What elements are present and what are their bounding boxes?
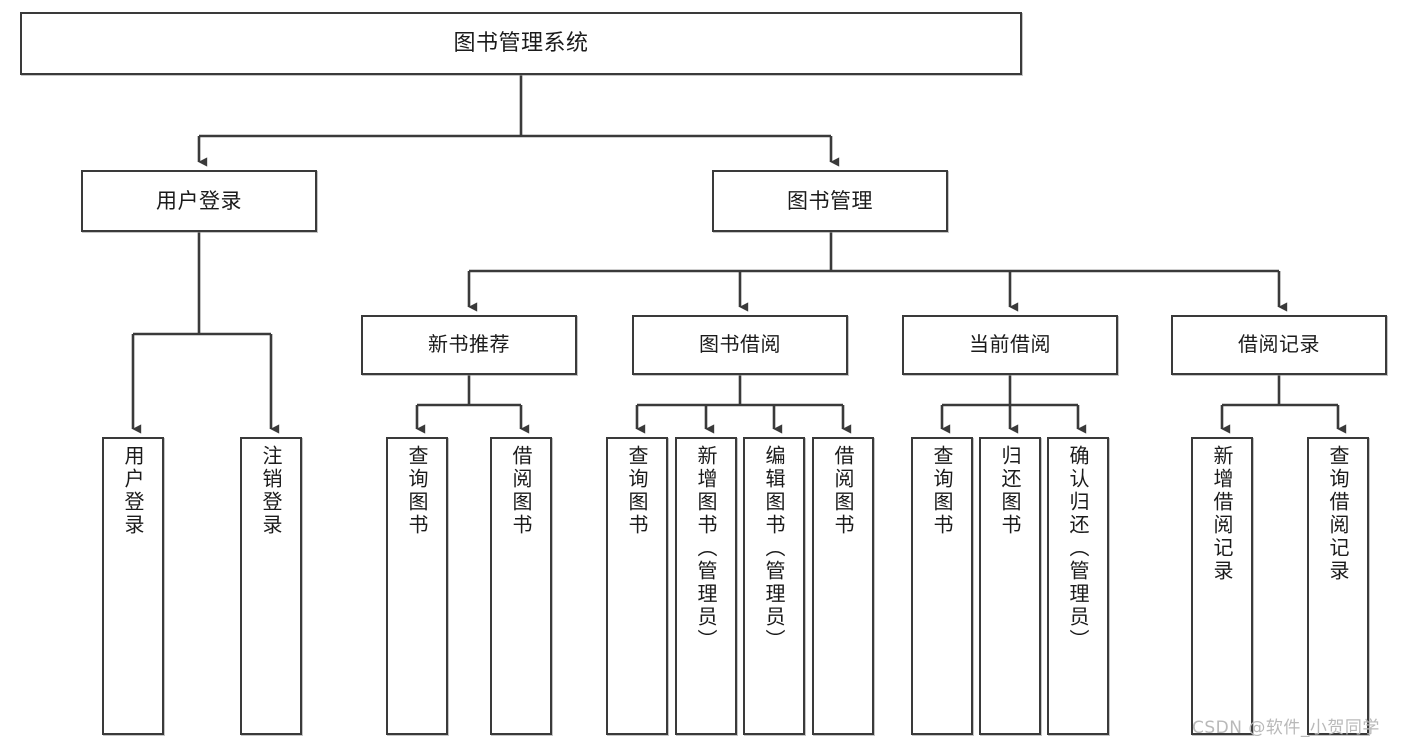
node-label: 借阅图书 bbox=[509, 445, 533, 537]
node-book-borrow[interactable]: 图书借阅 bbox=[632, 315, 848, 375]
node-label: 编辑图书（管理员） bbox=[762, 445, 786, 652]
node-new-book-recommend[interactable]: 新书推荐 bbox=[361, 315, 577, 375]
node-label: 查询借阅记录 bbox=[1326, 445, 1350, 583]
leaf-query-borrow-record[interactable]: 查询借阅记录 bbox=[1307, 437, 1369, 735]
node-label: 归还图书 bbox=[998, 445, 1022, 537]
node-label: 新增借阅记录 bbox=[1210, 445, 1234, 583]
leaf-query-book-recommend[interactable]: 查询图书 bbox=[386, 437, 448, 735]
leaf-edit-book[interactable]: 编辑图书（管理员） bbox=[743, 437, 805, 735]
leaf-query-book-current[interactable]: 查询图书 bbox=[911, 437, 973, 735]
node-label: 新增图书（管理员） bbox=[694, 445, 718, 652]
node-label: 图书借阅 bbox=[699, 332, 781, 357]
node-label: 借阅图书 bbox=[831, 445, 855, 537]
node-root-system[interactable]: 图书管理系统 bbox=[20, 12, 1022, 75]
node-book-manage[interactable]: 图书管理 bbox=[712, 170, 948, 232]
node-current-borrow[interactable]: 当前借阅 bbox=[902, 315, 1118, 375]
node-label: 图书管理系统 bbox=[453, 30, 589, 56]
leaf-user-logout[interactable]: 注销登录 bbox=[240, 437, 302, 735]
node-user-login[interactable]: 用户登录 bbox=[81, 170, 317, 232]
node-label: 借阅记录 bbox=[1238, 332, 1320, 357]
node-label: 注销登录 bbox=[259, 445, 283, 537]
leaf-query-book-borrow[interactable]: 查询图书 bbox=[606, 437, 668, 735]
leaf-add-book[interactable]: 新增图书（管理员） bbox=[675, 437, 737, 735]
node-label: 用户登录 bbox=[121, 445, 145, 537]
node-label: 查询图书 bbox=[930, 445, 954, 537]
node-label: 图书管理 bbox=[787, 188, 873, 213]
leaf-confirm-return[interactable]: 确认归还（管理员） bbox=[1047, 437, 1109, 735]
node-label: 确认归还（管理员） bbox=[1066, 445, 1090, 652]
node-label: 查询图书 bbox=[405, 445, 429, 537]
leaf-user-login[interactable]: 用户登录 bbox=[102, 437, 164, 735]
leaf-add-borrow-record[interactable]: 新增借阅记录 bbox=[1191, 437, 1253, 735]
node-label: 查询图书 bbox=[625, 445, 649, 537]
leaf-borrow-book[interactable]: 借阅图书 bbox=[812, 437, 874, 735]
node-label: 当前借阅 bbox=[969, 332, 1051, 357]
leaf-borrow-book-recommend[interactable]: 借阅图书 bbox=[490, 437, 552, 735]
node-label: 新书推荐 bbox=[428, 332, 510, 357]
node-label: 用户登录 bbox=[156, 188, 242, 213]
watermark: CSDN @软件_小贺同学 bbox=[1192, 718, 1380, 738]
node-borrow-record[interactable]: 借阅记录 bbox=[1171, 315, 1387, 375]
leaf-return-book[interactable]: 归还图书 bbox=[979, 437, 1041, 735]
